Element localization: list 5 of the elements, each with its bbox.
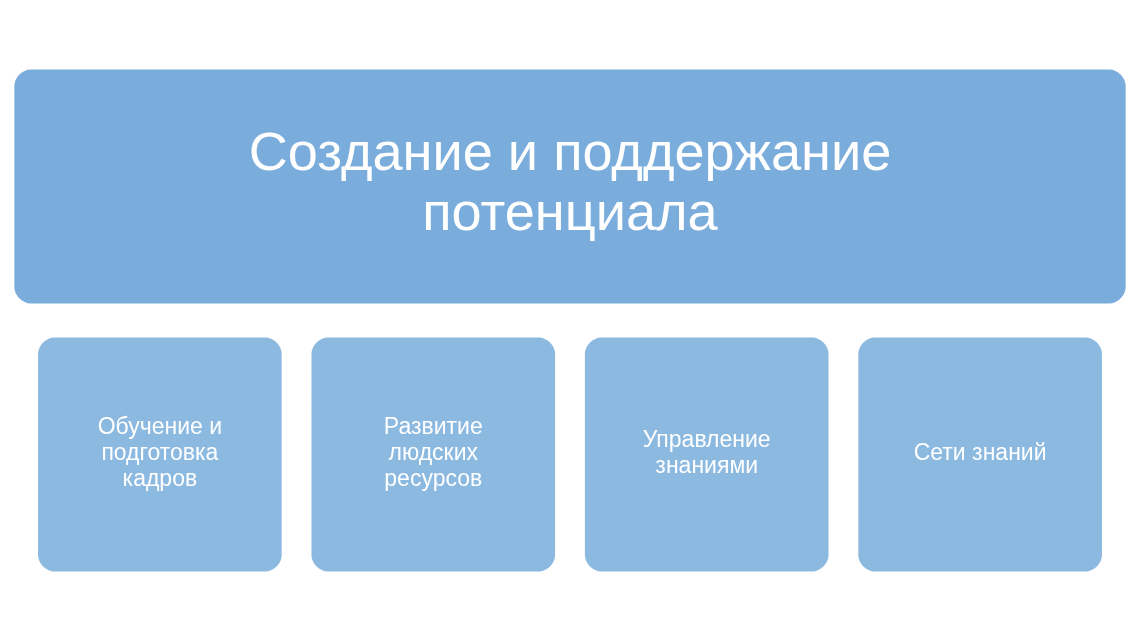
node-box: Создание и поддержание потенциала xyxy=(14,68,1126,304)
node-box: Сети знаний xyxy=(858,336,1102,572)
node-box: Развитие людских ресурсов xyxy=(311,336,556,572)
node-box: Обучение и подготовка кадров xyxy=(38,336,282,572)
node-box: Управление знаниями xyxy=(584,336,829,572)
